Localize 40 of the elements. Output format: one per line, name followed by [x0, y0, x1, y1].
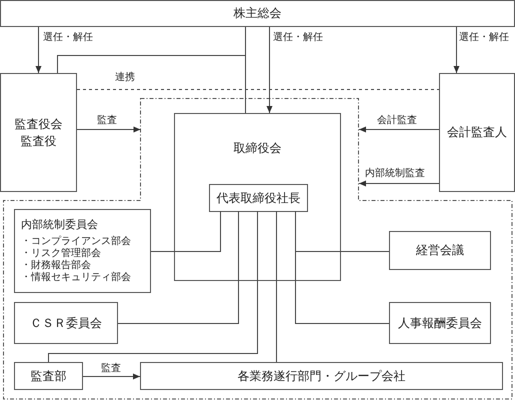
auditor-box: 会計監査人 — [439, 73, 515, 192]
committee-box — [14, 209, 151, 293]
president-box: 代表取締役社長 — [209, 184, 308, 212]
list-item: ・コンプライアンス部会 — [21, 236, 131, 248]
board-label: 取締役会 — [234, 140, 282, 156]
arrow — [358, 126, 440, 132]
connector-line — [150, 210, 221, 252]
meeting-box: 経営会議 — [389, 231, 491, 270]
edge-label: 会計監査 — [376, 113, 418, 127]
committee-box: ＣＳＲ委員会 — [14, 302, 118, 344]
connector-line — [295, 210, 390, 324]
dashed-outline — [3, 98, 513, 400]
edge-label: 監査 — [100, 361, 122, 375]
edge-label: 連携 — [114, 70, 136, 84]
committee-box: 人事報酬委員会 — [389, 302, 491, 344]
connector-line — [48, 210, 258, 362]
connector-line — [76, 89, 440, 90]
list-item: ・リスク管理部会 — [21, 248, 101, 260]
arrow — [358, 180, 440, 186]
meeting-box: 株主総会 — [0, 0, 515, 27]
committee-heading: 内部統制委員会 — [21, 218, 98, 232]
edge-label: 選任・解任 — [272, 30, 324, 44]
arrow — [454, 26, 460, 74]
edge-label: 選任・解任 — [458, 30, 510, 44]
edge-label: 選任・解任 — [42, 30, 94, 44]
edge-label: 監査 — [96, 113, 118, 127]
list-item: ・財務報告部会 — [21, 260, 91, 272]
arrow — [266, 26, 272, 114]
edge-label: 内部統制監査 — [364, 166, 426, 180]
arrow — [82, 374, 140, 380]
auditor-box: 監査役会監査役 — [0, 73, 77, 192]
arrow — [36, 26, 42, 74]
list-item: ・情報セキュリティ部会 — [21, 272, 131, 284]
connector-line — [118, 210, 239, 324]
department-box: 監査部 — [14, 362, 83, 390]
connector-line — [57, 55, 246, 114]
arrow — [76, 126, 141, 132]
board-box — [174, 113, 341, 281]
connector-line — [276, 210, 277, 362]
division-box: 各業務遂行部門・グループ会社 — [140, 362, 503, 390]
